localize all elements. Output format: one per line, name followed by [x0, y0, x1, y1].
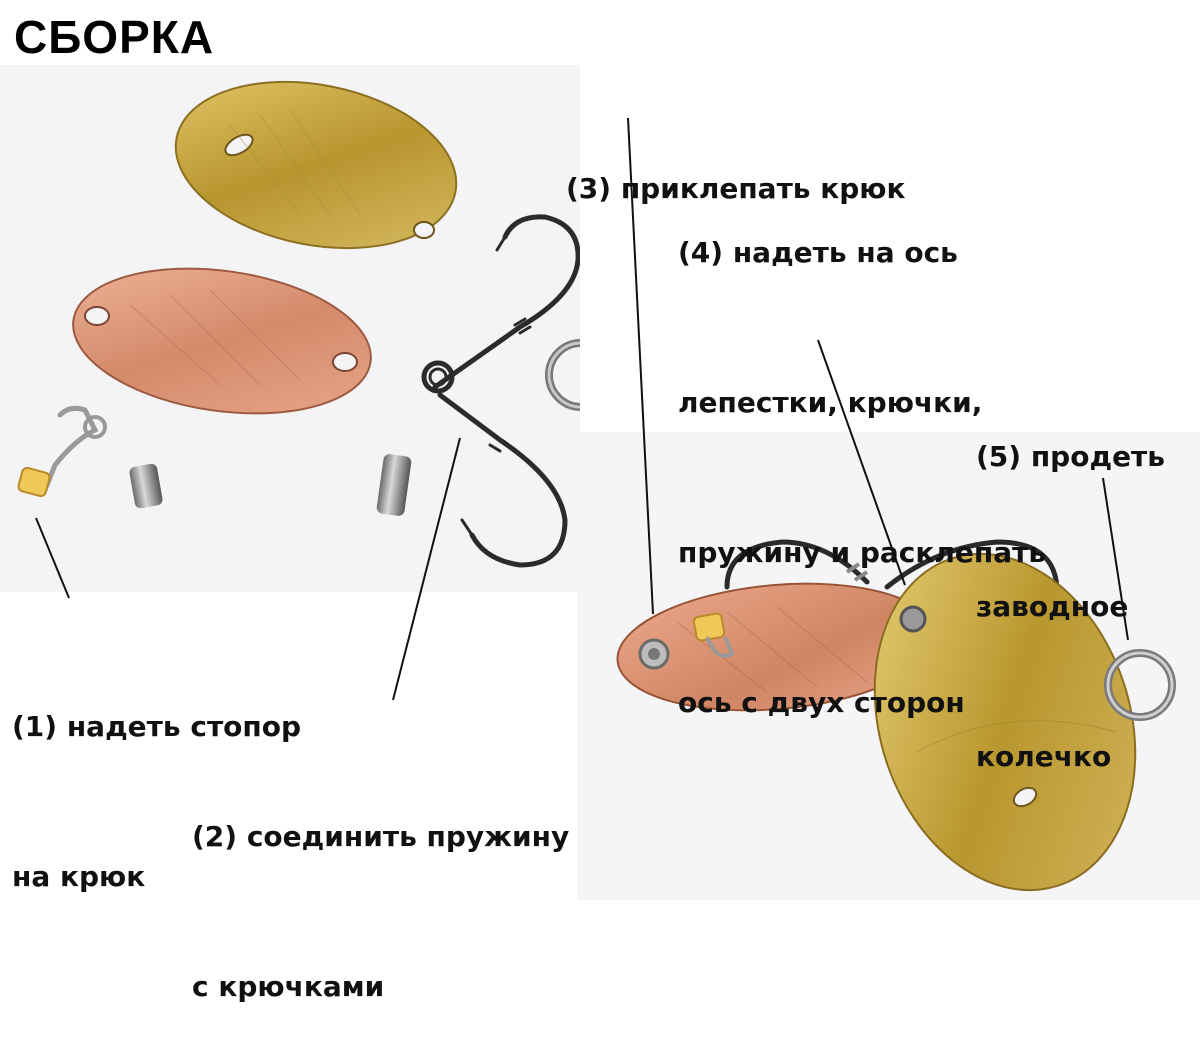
assembled-split-ring — [1104, 649, 1176, 721]
double-hook — [421, 214, 580, 568]
step-5-line-2: заводное — [976, 590, 1129, 623]
split-ring — [545, 339, 580, 411]
step-4-line-2: лепестки, крючки, — [678, 386, 983, 419]
step-1-line-2: на крюк — [12, 860, 146, 893]
step-4-label: (4) надеть на ось лепестки, крючки, пруж… — [678, 128, 1046, 778]
stopper-with-wire — [17, 405, 107, 498]
step-5-line-1: (5) продеть — [976, 440, 1165, 473]
step-2-label: (2) соединить пружину с крючками — [192, 712, 569, 1062]
step-1-label: (1) надеть стопор на крюк — [12, 602, 301, 952]
step-2-line-2: с крючками — [192, 970, 385, 1003]
step-3-line-1: (3) приклепать крюк — [566, 172, 906, 205]
step-4-line-1: (4) надеть на ось — [678, 236, 958, 269]
step-1-line-1: (1) надеть стопор — [12, 710, 302, 743]
assembled-copper-blade — [616, 582, 938, 712]
parts-photo — [0, 65, 580, 592]
step-2-line-1: (2) соединить пружину — [192, 820, 570, 853]
page-title: СБОРКА — [14, 11, 215, 63]
step-4-line-3: пружину и расклепать — [678, 536, 1047, 569]
step-4-line-4: ось с двух сторон — [678, 686, 965, 719]
step-3-label: (3) приклепать крюк — [566, 64, 906, 264]
brass-blade — [174, 80, 458, 250]
assembled-brass-blade — [873, 552, 1137, 892]
copper-blade — [72, 267, 372, 415]
small-tube — [129, 463, 163, 509]
step-5-line-3: колечко — [976, 740, 1112, 773]
step-5-label: (5) продеть заводное колечко — [976, 332, 1165, 832]
